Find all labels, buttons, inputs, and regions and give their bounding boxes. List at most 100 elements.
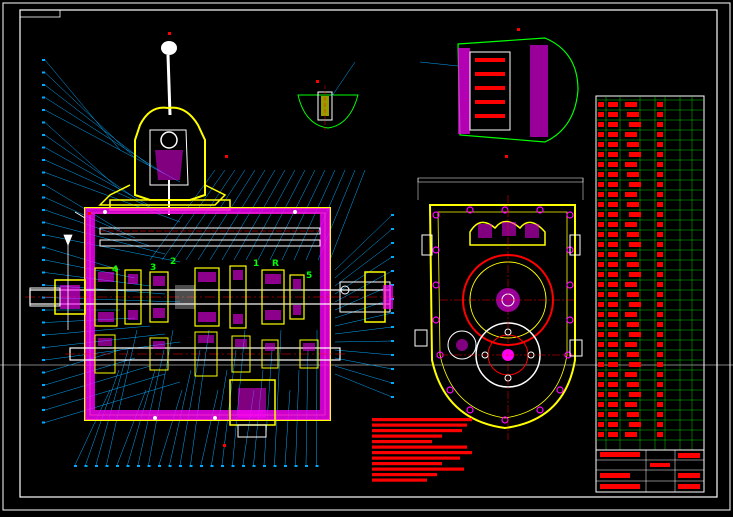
leader-tick (42, 296, 45, 299)
table-cell-mark (627, 292, 639, 297)
table-cell-mark (598, 282, 604, 287)
gear-hatch (265, 343, 275, 351)
bolt-hole (566, 211, 574, 219)
table-cell-mark (629, 362, 641, 367)
gear (94, 267, 118, 327)
leader-tick (42, 334, 45, 336)
note-line (372, 445, 467, 449)
leader-tick (391, 382, 394, 384)
gear (194, 331, 218, 377)
bolt-hole (446, 386, 454, 394)
table-cell-mark (657, 412, 663, 417)
gear-label-2: 2 (170, 257, 176, 267)
gear (124, 269, 142, 325)
table-cell-mark (657, 322, 663, 327)
leader-line (334, 214, 393, 271)
table-cell-mark (608, 112, 618, 117)
table-cell-mark (657, 162, 663, 167)
leader-tick (391, 242, 394, 244)
detail-top-right (419, 37, 579, 143)
leader-line (137, 349, 165, 466)
leader-line (44, 134, 136, 199)
table-cell-mark (657, 372, 663, 377)
table-cell-mark (657, 302, 663, 307)
transverse-section (414, 177, 584, 440)
gear-hatch (153, 276, 165, 286)
reference-markers (88, 28, 520, 447)
leader-line (44, 222, 166, 255)
leader-line (74, 389, 111, 466)
table-cell-mark (657, 122, 663, 127)
leader-tick (42, 146, 45, 149)
table-cell-mark (657, 292, 663, 297)
parts-table (595, 95, 705, 493)
table-cell-mark (657, 102, 663, 107)
table-cell-mark (608, 332, 618, 337)
note-line (372, 456, 460, 460)
table-cell-mark (598, 252, 604, 257)
leader-line (197, 169, 256, 261)
gear-hatch (98, 272, 114, 282)
table-cell-mark (608, 382, 618, 387)
leader-line (334, 284, 393, 311)
leader-tick (42, 246, 45, 249)
table-cell-mark (657, 232, 663, 237)
table-cell-mark (608, 252, 618, 257)
table-cell-mark (608, 352, 618, 357)
leader-line (233, 169, 286, 261)
table-cell-mark (627, 262, 639, 267)
leader-line (44, 159, 166, 215)
bolt-hole (566, 316, 574, 324)
gear (261, 269, 285, 325)
leader-line (44, 72, 136, 159)
leader-tick (147, 465, 151, 467)
gear-hatch (128, 310, 138, 320)
gear-hatch (293, 279, 301, 289)
table-cell-mark (608, 192, 618, 197)
leader-tick (42, 384, 45, 386)
table-cell-mark (657, 402, 663, 407)
table-cell-mark (625, 192, 637, 197)
table-cell-mark (608, 312, 618, 317)
title-block (595, 449, 705, 493)
table-cell-mark (657, 362, 663, 367)
table-cell-mark (608, 102, 618, 107)
table-cell-mark (608, 212, 618, 217)
leader-tick (391, 368, 394, 370)
table-cell-mark (598, 182, 604, 187)
dimension-arrow (63, 211, 86, 330)
table-cell-mark (657, 342, 663, 347)
gear-hatch (265, 274, 281, 284)
table-cell-mark (629, 212, 641, 217)
leader-lines-left (42, 59, 181, 424)
table-cell-mark (608, 152, 618, 157)
table-cell-mark (598, 372, 604, 377)
table-cell-mark (598, 222, 604, 227)
leader-line (44, 373, 166, 411)
leader-tick (42, 359, 45, 361)
leader-tick (42, 271, 45, 274)
table-cell-mark (598, 242, 604, 247)
gear-hatch (303, 343, 315, 351)
table-cell-mark (598, 232, 604, 237)
leader-tick (242, 465, 245, 467)
leader-tick (42, 209, 45, 211)
note-line (372, 434, 442, 438)
bolt-hole (556, 386, 564, 394)
table-cell-mark (657, 172, 663, 177)
gear-hatch (233, 270, 243, 280)
leader-tick (42, 171, 45, 174)
bolt-hole (466, 206, 474, 214)
leader-tick (42, 409, 45, 411)
note-line (372, 423, 467, 427)
note-line (372, 478, 427, 482)
gear (289, 274, 305, 320)
leader-tick (231, 465, 235, 467)
gear (149, 271, 169, 323)
table-cell-mark (629, 182, 641, 187)
table-cell-mark (657, 282, 663, 287)
bolt-hole (536, 206, 544, 214)
table-cell-mark (608, 162, 618, 167)
table-cell-mark (598, 292, 604, 297)
gear-label-1: 1 (253, 259, 259, 269)
